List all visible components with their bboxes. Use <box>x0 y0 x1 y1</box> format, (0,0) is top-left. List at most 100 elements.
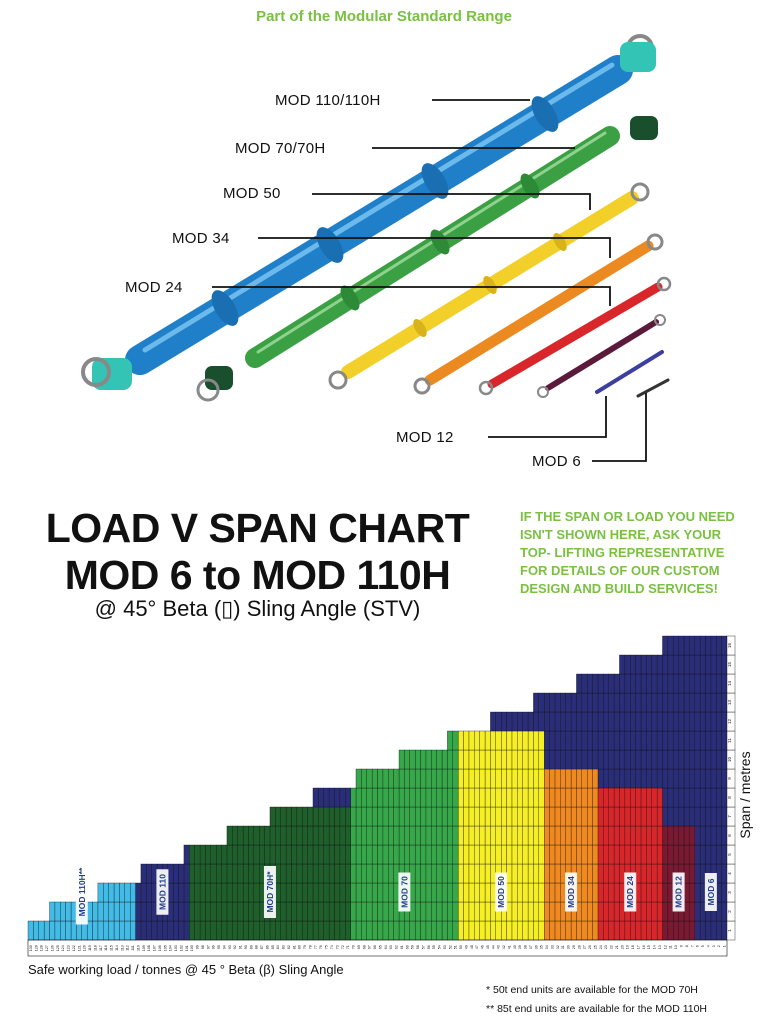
chart-cell <box>667 863 674 884</box>
chart-cell <box>592 901 599 922</box>
chart-cell <box>716 901 722 922</box>
chart-cell <box>662 730 669 751</box>
chart-cell <box>683 901 690 922</box>
chart-cell <box>581 825 588 846</box>
chart-cell <box>436 825 443 846</box>
chart-cell <box>683 844 690 865</box>
x-tick-label: 81 <box>292 945 296 949</box>
chart-cell <box>447 806 453 827</box>
chart-cell <box>624 768 631 789</box>
chart-cell <box>484 901 491 922</box>
chart-cell <box>587 730 593 751</box>
x-tick-label: 52 <box>448 945 452 949</box>
footnote-110h: ** 85t end units are available for the M… <box>486 1003 708 1015</box>
x-tick-label: 108 <box>147 945 151 951</box>
chart-cell <box>619 825 626 846</box>
chart-cell <box>307 863 314 884</box>
chart-cell <box>436 920 443 941</box>
chart-cell <box>404 768 410 789</box>
x-tick-label: 60 <box>405 945 409 949</box>
chart-cell <box>683 863 690 884</box>
chart-cell <box>656 654 663 675</box>
x-tick-label: 128 <box>40 945 44 951</box>
custom-service-note: IF THE SPAN OR LOAD YOU NEED ISN'T SHOWN… <box>520 508 760 598</box>
chart-cell <box>124 901 131 922</box>
x-tick-label: 21 <box>615 945 619 949</box>
chart-cell <box>291 920 298 941</box>
chart-cell <box>280 920 287 941</box>
svg-text:MOD 6: MOD 6 <box>706 878 716 905</box>
chart-cell <box>656 901 663 922</box>
chart-cell <box>667 768 674 789</box>
chart-cell <box>576 901 583 922</box>
chart-cell <box>710 806 717 827</box>
chart-cell <box>651 920 658 941</box>
chart-cell <box>619 768 626 789</box>
chart-cell <box>490 787 496 808</box>
chart-cell <box>522 768 529 789</box>
chart-cell <box>511 825 518 846</box>
chart-cell <box>603 730 609 751</box>
chart-cell <box>194 901 201 922</box>
chart-cell <box>468 768 475 789</box>
chart-cell <box>178 863 185 884</box>
chart-cell <box>361 901 367 922</box>
x-tick-label: 64 <box>384 945 388 949</box>
chart-cell <box>592 673 599 694</box>
chart-cell <box>151 920 158 941</box>
x-tick-label: 95 <box>217 945 221 949</box>
x-tick-label: 112 <box>126 945 130 951</box>
chart-cell <box>565 844 572 865</box>
x-tick-label: 114 <box>115 945 119 951</box>
chart-cell <box>500 749 507 770</box>
chart-subtitle: @ 45° Beta (▯) Sling Angle (STV) <box>94 596 421 621</box>
chart-cell <box>232 920 238 941</box>
chart-cell <box>694 787 701 808</box>
x-tick-label: 66 <box>373 945 377 949</box>
x-tick-label: 41 <box>507 945 511 949</box>
chart-cell <box>549 806 556 827</box>
chart-cell <box>533 844 539 865</box>
chart-cell <box>49 901 56 922</box>
chart-cell <box>285 844 292 865</box>
chart-cell <box>334 825 341 846</box>
x-tick-label: 53 <box>443 945 447 949</box>
chart-cell <box>613 730 620 751</box>
chart-cell <box>409 749 416 770</box>
chart-cell <box>554 863 561 884</box>
chart-cell <box>517 863 523 884</box>
chart-cell <box>500 825 507 846</box>
chart-cell <box>146 882 152 903</box>
chart-cell <box>689 920 695 941</box>
chart-cell <box>425 863 432 884</box>
chart-cell <box>409 806 416 827</box>
chart-cell <box>307 920 314 941</box>
chart-cell <box>635 882 642 903</box>
chart-cell <box>587 768 593 789</box>
chart-cell <box>544 844 550 865</box>
chart-cell <box>151 901 158 922</box>
end-unit-70-left <box>205 366 233 390</box>
x-tick-label: 90 <box>244 945 248 949</box>
chart-cell <box>474 920 480 941</box>
chart-cell <box>710 673 717 694</box>
chart-cell <box>667 844 674 865</box>
x-tick-label: 10 <box>674 945 678 949</box>
chart-cell <box>312 844 319 865</box>
chart-cell <box>237 882 244 903</box>
chart-cell <box>479 844 486 865</box>
chart-cell <box>667 711 674 732</box>
x-tick-label: 46 <box>481 945 485 949</box>
chart-cell <box>355 825 362 846</box>
chart-cell <box>226 920 233 941</box>
chart-cell <box>431 768 437 789</box>
chart-cell <box>689 787 695 808</box>
chart-cell <box>699 692 706 713</box>
chart-cell <box>694 768 701 789</box>
chart-cell <box>699 920 706 941</box>
chart-cell <box>619 806 626 827</box>
chart-cell <box>538 844 545 865</box>
chart-cell <box>253 901 260 922</box>
x-tick-label: 40 <box>513 945 517 949</box>
chart-cell <box>484 920 491 941</box>
